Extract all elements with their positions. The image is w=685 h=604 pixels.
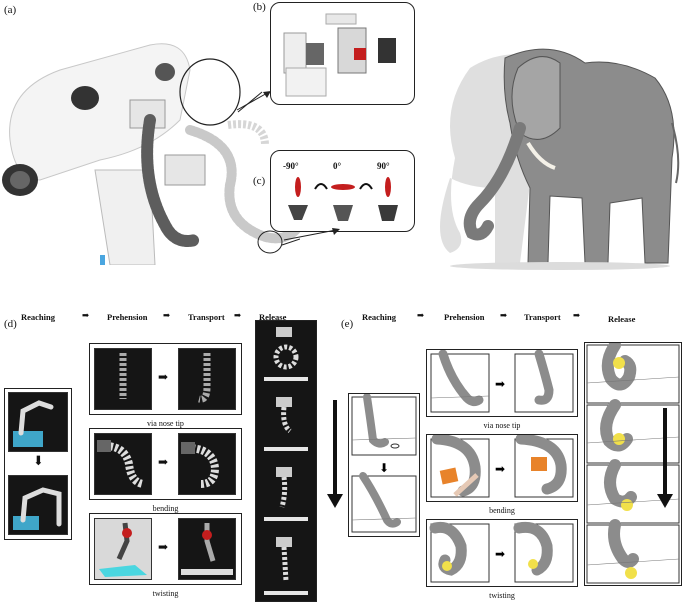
svg-text:➡: ➡ [495, 547, 505, 561]
arrow-d-1: ➡ [82, 310, 90, 320]
caption-via-nose-tip-e: via nose tip [483, 421, 521, 430]
panel-label-e: (e) [341, 318, 354, 330]
release-sequence-d [264, 327, 308, 595]
arrow-d-2: ➡ [163, 310, 171, 320]
d-row2-photo-1 [94, 433, 152, 495]
stage-reaching-e: Reaching [362, 312, 396, 322]
row-frame-e-3: ➡ [426, 519, 578, 587]
d-row2-arrow: ➡ [158, 455, 169, 469]
release-down-arrow-d [327, 400, 343, 508]
arrow-e-3: ➡ [573, 310, 581, 320]
d-row2-photo-2 [178, 433, 236, 495]
panel-label-b: (b) [253, 1, 266, 13]
panel-c-frame: (c) -90° 0° 90° [253, 150, 415, 232]
arrow-e-2: ➡ [500, 310, 508, 320]
reaching-photo-1 [8, 392, 68, 452]
angle-label-0: 0° [333, 161, 342, 171]
twist-angle-illustration [288, 177, 398, 221]
d-row3-photo-2 [178, 518, 236, 580]
row-frame-d-3: ➡ [89, 513, 242, 585]
d-row1-photo-2 [178, 348, 236, 410]
stage-release-d: Release [259, 312, 287, 322]
panel-label-d: (d) [4, 318, 17, 330]
e-row3-sequence: ➡ [429, 521, 574, 583]
row-frame-d-2: ➡ [89, 428, 242, 500]
zoom-arrow-c [283, 228, 340, 241]
row-frame-d-1: ➡ [89, 343, 242, 415]
d-row1-arrow: ➡ [158, 370, 169, 384]
angle-label-neg90: -90° [283, 161, 299, 171]
angle-label-90: 90° [377, 161, 390, 171]
svg-text:➡: ➡ [495, 377, 505, 391]
stage-reaching-d: Reaching [21, 312, 55, 322]
e-row2-sequence: ➡ [430, 435, 574, 498]
release-sequence-e [586, 343, 680, 584]
caption-via-nose-tip-d: via nose tip [147, 419, 184, 428]
panel-label-c: (c) [253, 175, 266, 187]
caption-twisting-d: twisting [152, 589, 179, 598]
caption-twisting-e: twisting [489, 591, 515, 600]
zoom-arrow-b [236, 91, 271, 111]
panel-b-frame: (b) [253, 1, 415, 105]
reaching-frame-e: ⬇ [348, 393, 420, 537]
exploded-module-illustration [283, 13, 396, 97]
stage-transport-d: Transport [188, 312, 225, 322]
arrow-d-3: ➡ [234, 310, 242, 320]
svg-text:⬇: ⬇ [379, 461, 389, 475]
stage-release-e: Release [608, 314, 636, 324]
reaching-down-arrow: ⬇ [33, 453, 44, 468]
row-frame-e-2: ➡ [426, 434, 578, 502]
release-frame-d [255, 320, 317, 602]
reaching-frame-d: ⬇ [4, 388, 72, 540]
reaching-sequence-e: ⬇ [351, 394, 417, 533]
d-row3-arrow: ➡ [158, 540, 169, 554]
stage-prehension-d: Prehension [107, 312, 148, 322]
stage-prehension-e: Prehension [444, 312, 485, 322]
panel-label-a: (a) [4, 4, 17, 16]
e-row1-sequence: ➡ [430, 350, 574, 413]
release-down-arrow-e [657, 408, 673, 508]
stage-transport-e: Transport [524, 312, 561, 322]
arrow-e-1: ➡ [417, 310, 425, 320]
reaching-photo-2 [8, 475, 68, 535]
d-row3-photo-1 [94, 518, 152, 580]
caption-bending-e: bending [489, 506, 515, 515]
d-row1-photo-1 [94, 348, 152, 410]
caption-bending-d: bending [152, 504, 179, 513]
row-frame-e-1: ➡ [426, 349, 578, 417]
elephant-illustration [440, 48, 680, 270]
robot-arm-illustration [2, 43, 300, 265]
svg-text:➡: ➡ [495, 462, 505, 476]
